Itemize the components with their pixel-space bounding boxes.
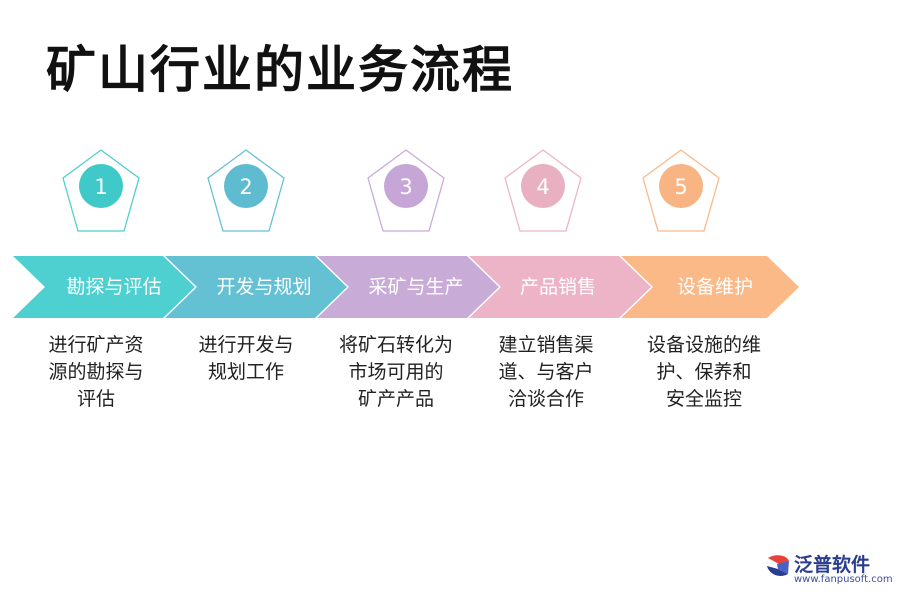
brand-url: www.fanpusoft.com (794, 574, 893, 585)
step-5-description: 设备设施的维 护、保养和 安全监控 (646, 334, 761, 410)
step-5-label: 设备维护 (676, 276, 753, 298)
brand-logo: 泛普软件 www.fanpusoft.com (764, 550, 893, 588)
step-2-description: 进行开发与 规划工作 (198, 334, 294, 383)
step-5-badge: 5 (641, 148, 721, 234)
step-3-label: 采矿与生产 (368, 276, 464, 298)
brand-name: 泛普软件 (794, 554, 871, 576)
step-3-badge: 3 (366, 148, 446, 234)
step-4-description: 建立销售渠 道、与客户 洽谈合作 (498, 334, 594, 410)
step-3-number: 3 (399, 175, 412, 199)
step-4-label: 产品销售 (519, 276, 596, 298)
step-1-label: 勘探与评估 (66, 276, 162, 298)
step-1-number: 1 (94, 175, 107, 199)
page-title: 矿山行业的业务流程 (46, 40, 514, 99)
step-5-chevron (621, 256, 799, 318)
step-2-label: 开发与规划 (216, 276, 312, 298)
step-1-chevron (13, 256, 195, 318)
step-4-number: 4 (536, 175, 549, 199)
step-1-badge: 1 (61, 148, 141, 234)
step-3-chevron (317, 256, 499, 318)
step-2-badge: 2 (206, 148, 286, 234)
step-1-description: 进行矿产资 源的勘探与 评估 (48, 334, 144, 410)
step-3-description: 将矿石转化为 市场可用的 矿产产品 (338, 334, 453, 410)
step-2-number: 2 (239, 175, 252, 199)
fanpu-logo-icon (767, 555, 789, 577)
step-2-chevron (165, 256, 347, 318)
step-5-number: 5 (674, 175, 687, 199)
step-4-chevron (469, 256, 651, 318)
step-4-badge: 4 (503, 148, 583, 234)
